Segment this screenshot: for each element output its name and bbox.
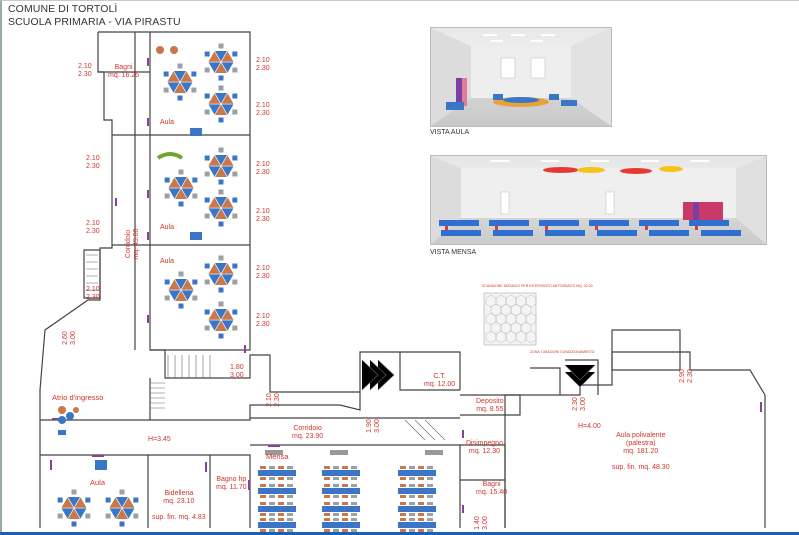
mensa-table (322, 466, 360, 480)
mensa-table (322, 502, 360, 516)
table-cluster (204, 301, 238, 339)
room-aula-1: Aula (160, 119, 175, 126)
table-cluster (105, 489, 139, 527)
mensa-table (322, 518, 360, 532)
room-atrio: Atrio d'ingresso (52, 393, 104, 402)
mensa-table (398, 518, 436, 532)
tile-note: SCANSIONE MOSAICO PER INTERVENTO ANTISIS… (482, 284, 593, 288)
room-aula-3: Aula (160, 258, 175, 265)
municipality-title: COMUNE DI TORTOLÌ (8, 3, 118, 15)
mensa-caption: VISTA MENSA (430, 249, 477, 256)
mensa-table (398, 484, 436, 498)
table-cluster (164, 169, 198, 207)
mensa-table (398, 466, 436, 480)
table-cluster (57, 489, 91, 527)
table-cluster (204, 147, 238, 185)
mensa-table (322, 484, 360, 498)
mensa-table (258, 518, 296, 532)
room-aula-bottom: Aula (90, 478, 106, 487)
table-cluster (204, 255, 238, 293)
aula-caption: VISTA AULA (430, 129, 470, 136)
ceiling-height-east: H=4.00 (578, 423, 601, 430)
room-ct: C.T.mq. 12.00 (424, 373, 456, 388)
table-cluster (163, 63, 197, 101)
ceiling-height-west: H=3.45 (148, 436, 171, 443)
table-cluster (204, 43, 238, 81)
mensa-table (258, 466, 296, 480)
room-mensa: Mensa (266, 452, 289, 461)
mensa-table (398, 502, 436, 516)
mensa-render-image (430, 155, 767, 245)
mensa-table (258, 484, 296, 498)
room-aula-2: Aula (160, 224, 175, 231)
table-cluster (164, 271, 198, 309)
window-bottom-bar (0, 532, 799, 535)
mensa-table (258, 502, 296, 516)
school-title: SCUOLA PRIMARIA - VIA PIRASTU (8, 16, 181, 28)
table-cluster (204, 85, 238, 123)
aula-render-image (430, 27, 612, 127)
table-cluster (204, 189, 238, 227)
pipe-note: ZONA TUBAZIONI CONDIZIONAMENTO (530, 350, 595, 354)
